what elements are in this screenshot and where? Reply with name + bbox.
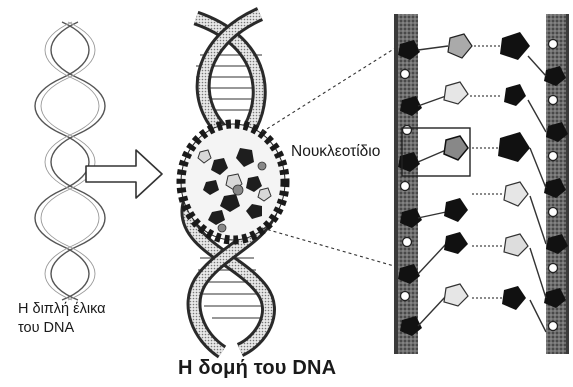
nucleotide-label: Νουκλεοτίδιο — [291, 143, 380, 161]
double-helix-label-line2: του DNA — [18, 319, 106, 338]
hydrogen-bonds — [470, 46, 502, 298]
large-double-helix — [181, 14, 285, 352]
diagram-title: Η δομή του DNA — [178, 357, 336, 380]
double-helix-label: Η διπλή έλικα του DNA — [18, 300, 106, 338]
strand-backbones — [394, 14, 569, 354]
thin-double-helix — [35, 22, 105, 300]
bases-left — [444, 34, 472, 306]
base-connectors — [418, 46, 546, 332]
bases-right — [498, 32, 530, 310]
zoom-arrow — [86, 150, 162, 198]
double-helix-label-line1: Η διπλή έλικα — [18, 300, 106, 319]
